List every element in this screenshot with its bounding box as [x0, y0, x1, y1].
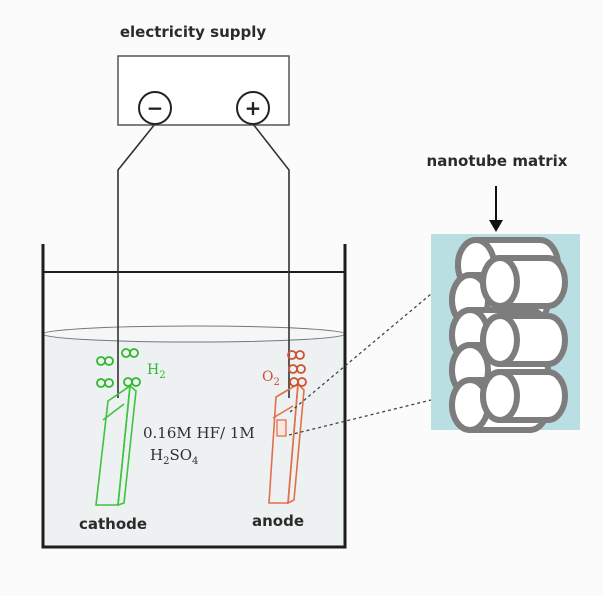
- nanotube-cluster: [449, 237, 568, 433]
- zoom-line-top: [289, 293, 432, 413]
- negative-terminal: −: [138, 91, 172, 125]
- anode-sample-area: [276, 419, 287, 437]
- negative-terminal-symbol: −: [147, 96, 164, 120]
- positive-terminal-symbol: +: [245, 96, 262, 120]
- nanotube-right-column: [480, 255, 568, 423]
- liquid-surface: [42, 325, 346, 343]
- o2-label: O2: [262, 369, 280, 388]
- cathode-electrode: [95, 384, 137, 507]
- electrolyte-label-line1: 0.16M HF/ 1M: [143, 424, 255, 442]
- h2-label: H2: [147, 362, 166, 381]
- anode-wire: [252, 123, 290, 398]
- zoom-line-bottom: [288, 399, 432, 436]
- electrolyte-label-line2: H2SO4: [150, 446, 198, 467]
- matrix-arrow-head: [489, 220, 503, 232]
- supply-label: electricity supply: [120, 23, 267, 41]
- anode-label: anode: [252, 512, 304, 530]
- o2-bubbles: [287, 350, 307, 387]
- cathode-wire: [117, 123, 156, 398]
- cathode-label: cathode: [79, 515, 147, 533]
- anode-electrode: [268, 382, 305, 505]
- h2-bubbles: [96, 348, 141, 388]
- positive-terminal: +: [236, 91, 270, 125]
- beaker: [41, 244, 347, 549]
- matrix-label: nanotube matrix: [427, 152, 568, 170]
